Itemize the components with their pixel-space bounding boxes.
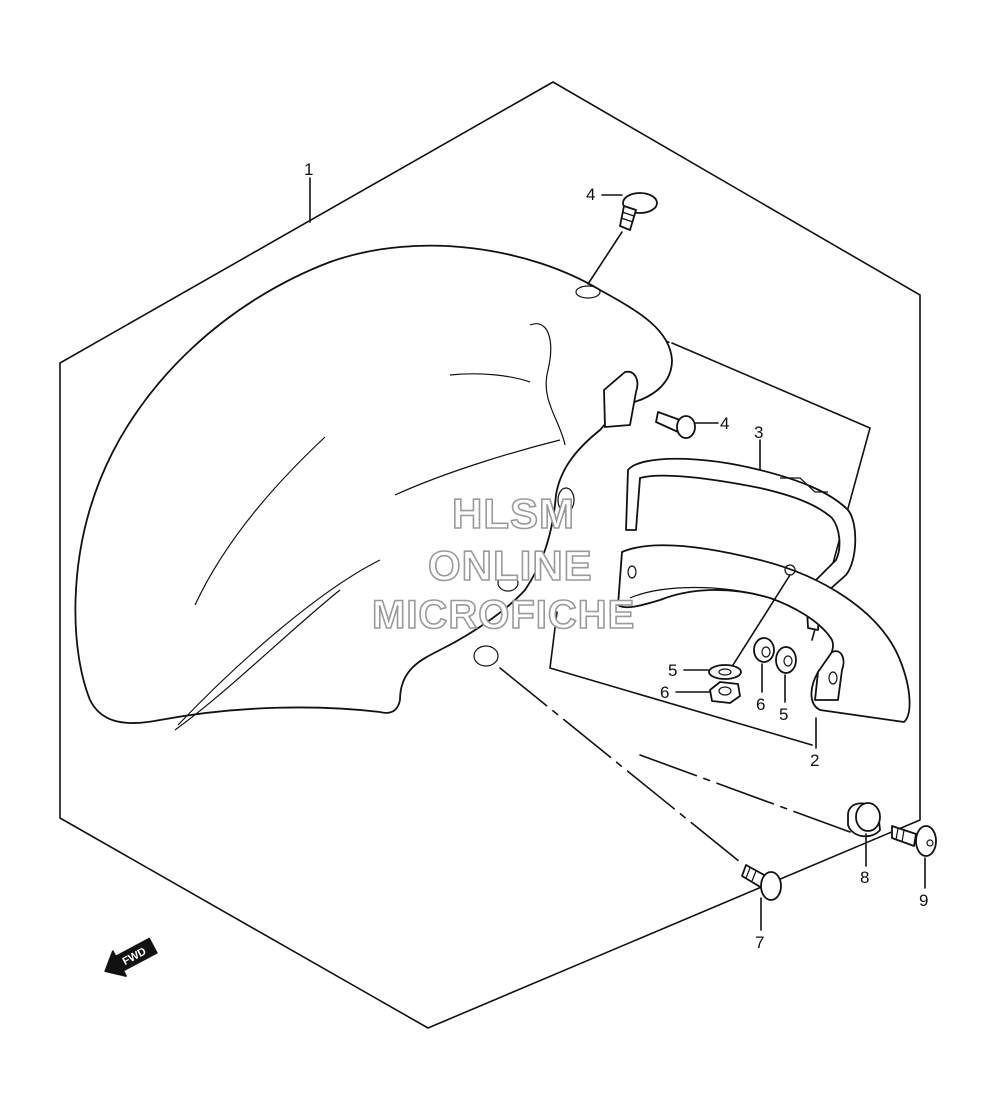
fender-mount-boss xyxy=(575,285,601,299)
washer-5-right xyxy=(775,646,797,674)
callout-4a: 4 xyxy=(586,185,595,204)
forward-direction-arrow: FWD xyxy=(104,937,158,977)
nut-6-left xyxy=(709,681,741,704)
callout-8: 8 xyxy=(860,868,869,887)
inner-fender xyxy=(617,544,911,723)
callout-1: 1 xyxy=(304,160,313,179)
watermark-line-1: HLSM xyxy=(452,490,575,537)
callout-9: 9 xyxy=(919,891,928,910)
screw-4-side xyxy=(655,411,696,439)
subassembly-frame-left xyxy=(549,611,813,746)
watermark-line-2: ONLINE xyxy=(428,542,593,589)
callout-4b: 4 xyxy=(720,414,729,433)
bolt-9 xyxy=(891,825,937,857)
bolt-7 xyxy=(741,864,782,901)
leader-collar-8 xyxy=(639,754,851,833)
nut-6-right xyxy=(753,637,775,663)
leader-washer-nut xyxy=(732,574,791,666)
collar-8 xyxy=(847,802,881,838)
fender-hole-mid xyxy=(497,574,519,592)
callout-5b: 5 xyxy=(779,705,788,724)
watermark-line-3: MICROFICHE xyxy=(372,593,635,637)
callout-2: 2 xyxy=(810,751,819,770)
assembly-hexagon-border xyxy=(59,81,921,1029)
leader-bolt-7 xyxy=(499,667,741,863)
leader-screw-4-top xyxy=(587,231,623,285)
callout-6b: 6 xyxy=(756,695,765,714)
callout-5a: 5 xyxy=(668,661,677,680)
washer-5-left xyxy=(708,664,742,680)
callout-6a: 6 xyxy=(660,683,669,702)
fender-hole-upper xyxy=(557,487,575,513)
callout-7: 7 xyxy=(755,933,764,952)
fender-hole-lower xyxy=(473,645,499,667)
front-fender xyxy=(74,244,673,731)
screw-4-top xyxy=(619,192,658,231)
callout-3: 3 xyxy=(754,423,763,442)
